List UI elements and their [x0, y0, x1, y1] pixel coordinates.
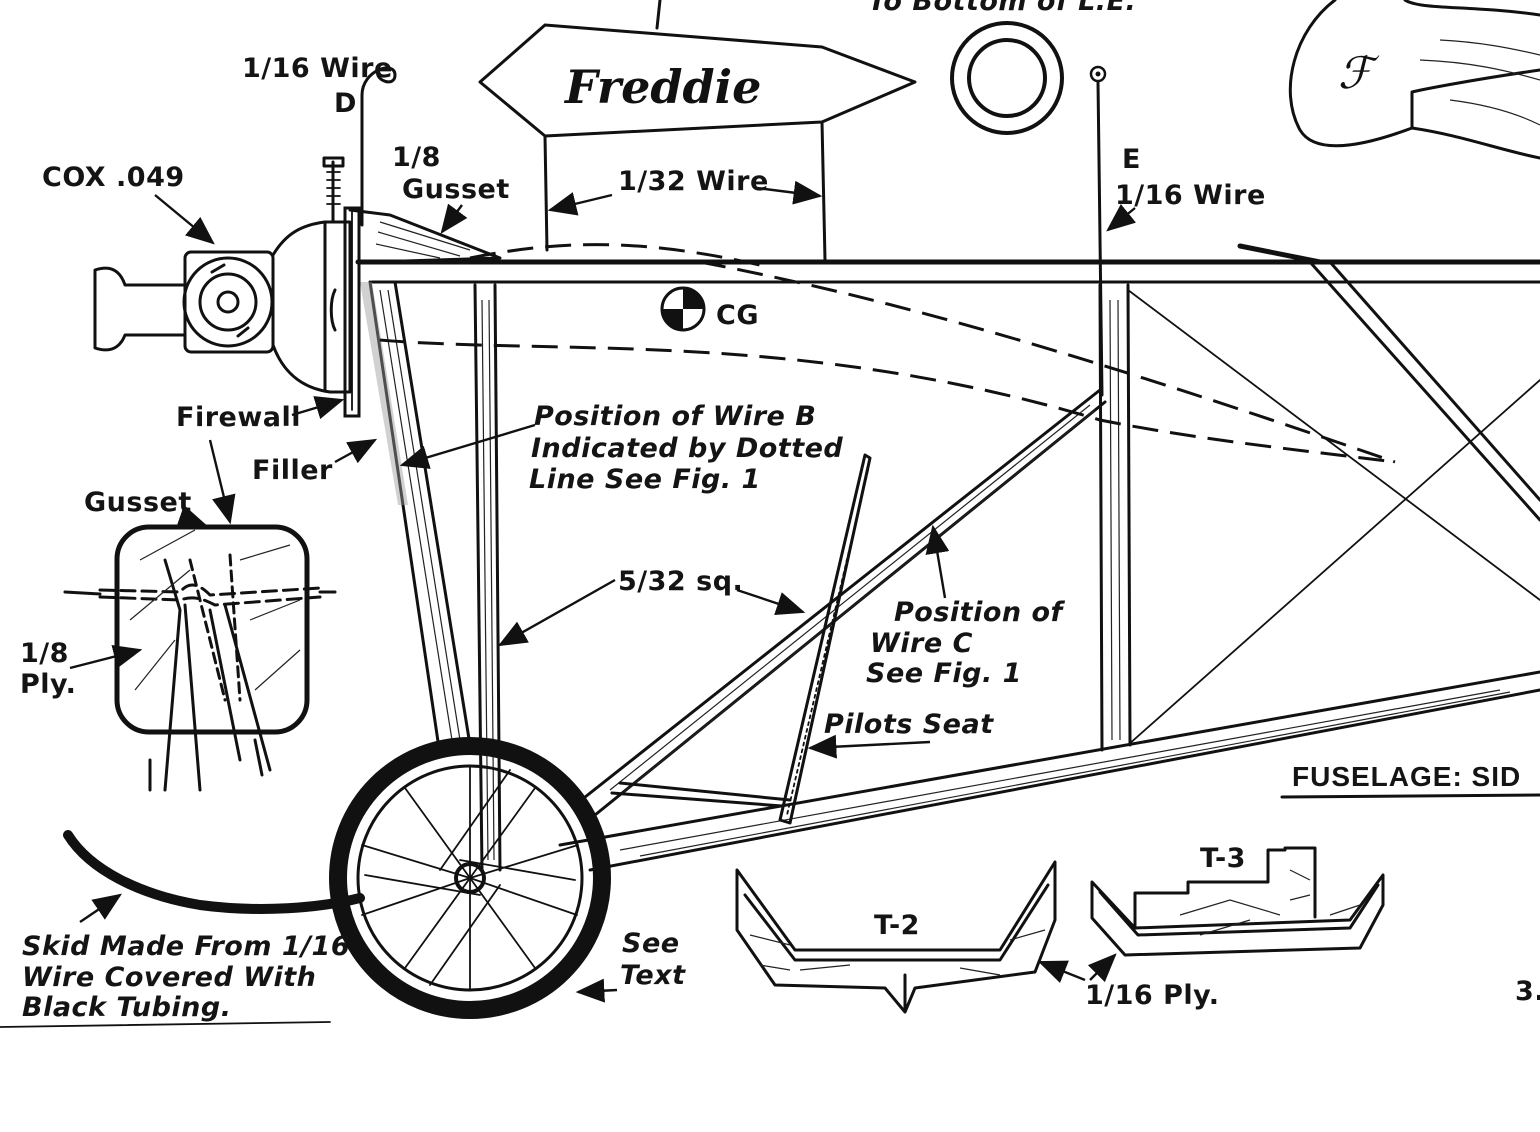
landing-wheel: [329, 737, 611, 1019]
gusset-detail: [63, 524, 337, 792]
fuselage-frame: [348, 208, 1540, 872]
wire-c-label-2: Wire C: [870, 628, 973, 659]
freddie-sign-text: Freddie: [563, 60, 761, 114]
freddie-sign: Freddie: [478, 23, 917, 262]
cg-label: CG: [716, 300, 759, 331]
cox-engine: [93, 156, 361, 418]
cox-label: COX .049: [42, 162, 185, 193]
svg-text:ℱ: ℱ: [1338, 48, 1380, 99]
fuselage-title: FUSELAGE: SID: [1292, 761, 1521, 792]
wire-132-label: 1/32 Wire: [618, 166, 769, 197]
ply-18-label-1: 1/8: [20, 638, 69, 669]
border-line: [0, 1021, 331, 1028]
sq-532-label: 5/32 sq.: [618, 566, 743, 597]
wire-c-label-3: See Fig. 1: [866, 658, 1022, 689]
ply-18-label-2: Ply.: [20, 669, 76, 700]
part-t3: [1090, 846, 1385, 957]
pilot-seat: [778, 453, 872, 825]
leader-arrows: [69, 180, 1137, 1003]
wire-b-label-1: Position of Wire B: [534, 401, 816, 432]
gusset-detail-label: Gusset: [84, 487, 192, 518]
wire-d-letter-label: D: [334, 88, 357, 119]
wire-b-label-3: Line See Fig. 1: [529, 464, 761, 495]
skid-label-3: Black Tubing.: [22, 992, 231, 1023]
top-cut-label: To Bottom of L.E.: [868, 0, 1136, 17]
gusset-top-word-label: Gusset: [402, 174, 510, 205]
wire-c-label-1: Position of: [894, 597, 1066, 628]
skid-label-2: Wire Covered With: [22, 962, 316, 993]
wire-d-size-label: 1/16 Wire: [242, 53, 393, 84]
t2-label: T-2: [874, 910, 920, 941]
ply-116-label: 1/16 Ply.: [1085, 980, 1220, 1011]
part-t2: [735, 860, 1057, 1014]
tail-skid: [63, 830, 365, 914]
wire-e-size-label: 1/16 Wire: [1115, 180, 1266, 211]
see-text-label-1: See: [622, 928, 680, 959]
gusset-top-size-label: 1/8: [392, 142, 441, 173]
firewall-label: Firewall: [176, 402, 301, 433]
filler-label: Filler: [252, 455, 333, 486]
annotation-labels: COX .049 1/16 Wire D 1/8 Gusset 1/32 Wir…: [20, 53, 1540, 1023]
tail-part-partial: ℱ: [1288, 0, 1540, 160]
see-text-label-2: Text: [620, 960, 686, 991]
cg-symbol: [660, 286, 706, 332]
wire-b-label-2: Indicated by Dotted: [531, 433, 843, 464]
wire-e-letter-label: E: [1122, 144, 1141, 175]
fuselage-title-underline: [1280, 793, 1540, 799]
skid-label-1: Skid Made From 1/16: [22, 931, 350, 962]
page-number: 3.: [1515, 976, 1540, 1007]
top-leader-line: [655, 0, 662, 30]
wire-e-post: [1089, 65, 1107, 397]
pilots-seat-label: Pilots Seat: [824, 709, 994, 740]
wire-d-hook: [360, 66, 397, 227]
t3-label: T-3: [1200, 843, 1246, 874]
ring-part: [950, 21, 1064, 135]
